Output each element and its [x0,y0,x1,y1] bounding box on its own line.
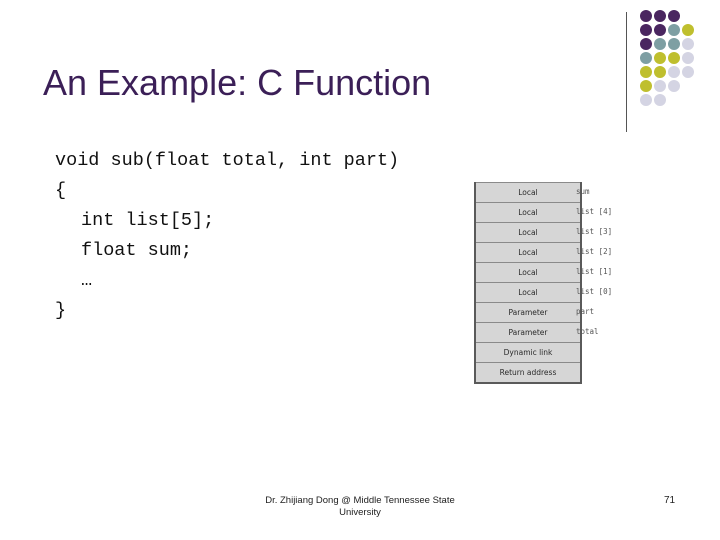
slide-title: An Example: C Function [43,62,432,103]
variable-label: list [4] [576,207,613,216]
decorative-dot [654,24,666,36]
decorative-dot [640,94,652,106]
decorative-dot [682,38,694,50]
variable-label: list [2] [576,247,613,256]
stack-variable-labels: sum list [4] list [3] list [2] list [1] … [576,182,612,342]
decorative-divider-line [626,12,627,132]
variable-label: total [576,327,599,336]
stack-cell: Parameter [476,302,580,322]
code-line: … [81,270,93,291]
stack-cell: Local [476,262,580,282]
code-block: void sub(float total, int part) { int li… [55,146,399,326]
decorative-dot [668,80,680,92]
stack-cell: Local [476,282,580,302]
code-line: void sub(float total, int part) [55,150,400,171]
stack-cell: Local [476,222,580,242]
decorative-dot [682,52,694,64]
decorative-dot [682,24,694,36]
decorative-dot [668,24,680,36]
decorative-dot [654,10,666,22]
decorative-dot-grid [640,10,720,120]
decorative-dot [640,10,652,22]
code-line: float sum; [81,240,193,261]
stack-cell: Local [476,182,580,202]
decorative-dot [682,66,694,78]
decorative-dot [654,52,666,64]
stack-cell: Local [476,242,580,262]
variable-label: list [3] [576,227,613,236]
code-line: int list[5]; [81,210,215,231]
decorative-dot [668,10,680,22]
variable-label: part [576,307,595,316]
code-line: { [55,180,67,201]
page-number: 71 [664,495,676,506]
decorative-dot [640,80,652,92]
decorative-dot [654,66,666,78]
stack-cell: Local [476,202,580,222]
decorative-dot [668,38,680,50]
stack-cell: Dynamic link [476,342,580,362]
stack-cell: Parameter [476,322,580,342]
slide-footer: Dr. Zhijiang Dong @ Middle Tennessee Sta… [265,495,455,518]
decorative-dot [640,38,652,50]
decorative-dot [654,38,666,50]
decorative-dot [668,66,680,78]
stack-cell: Return address [476,362,580,382]
variable-label: list [1] [576,267,613,276]
variable-label: sum [576,187,590,196]
decorative-dot [654,94,666,106]
activation-record-figure: Local Local Local Local Local Local Para… [474,182,582,384]
variable-label: list [0] [576,287,613,296]
decorative-dot [668,52,680,64]
decorative-dot [640,52,652,64]
decorative-dot [654,80,666,92]
code-line: } [55,300,67,321]
decorative-dot [640,66,652,78]
decorative-dot [640,24,652,36]
